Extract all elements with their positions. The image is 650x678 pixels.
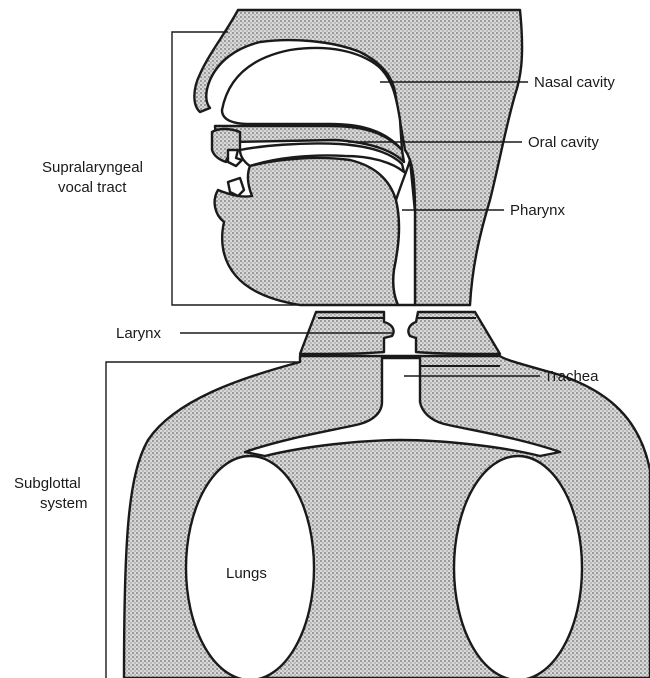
label-system: system — [40, 495, 88, 512]
label-trachea: Trachea — [544, 368, 599, 385]
label-nasal-cavity: Nasal cavity — [534, 74, 615, 91]
label-vocal-tract: vocal tract — [58, 179, 127, 196]
tongue-jaw-shape — [215, 158, 399, 305]
right-lung — [454, 456, 582, 678]
label-larynx: Larynx — [116, 325, 162, 342]
label-lungs: Lungs — [226, 565, 267, 582]
label-supralaryngeal: Supralaryngeal — [42, 159, 143, 176]
label-oral-cavity: Oral cavity — [528, 134, 599, 151]
label-subglottal: Subglottal — [14, 475, 81, 492]
label-pharynx: Pharynx — [510, 202, 566, 219]
